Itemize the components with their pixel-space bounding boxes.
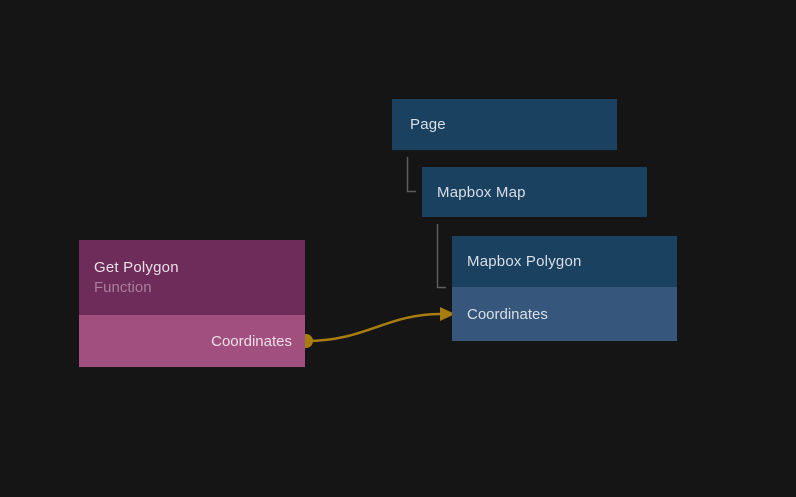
node-mapbox-polygon-header[interactable]: Mapbox Polygon [452, 236, 677, 287]
node-get-polygon-header[interactable]: Get Polygon Function [79, 240, 305, 315]
output-port-label: Coordinates [211, 332, 292, 350]
input-port-label: Coordinates [467, 305, 548, 323]
node-page[interactable]: Page [392, 99, 617, 150]
node-mapbox-polygon[interactable]: Mapbox Polygon Coordinates [452, 236, 677, 341]
node-title: Page [410, 116, 446, 133]
tree-connector-page-map [406, 157, 416, 193]
node-get-polygon[interactable]: Get Polygon Function Coordinates [79, 240, 305, 367]
node-mapbox-map[interactable]: Mapbox Map [422, 167, 647, 217]
node-title: Mapbox Polygon [467, 253, 582, 270]
output-port-coordinates[interactable]: Coordinates [79, 315, 305, 367]
tree-connector-map-polygon [436, 224, 446, 289]
node-page-header[interactable]: Page [392, 99, 617, 150]
node-title: Get Polygon [94, 259, 179, 276]
connection-curve[interactable] [305, 312, 442, 343]
node-mapbox-map-header[interactable]: Mapbox Map [422, 167, 647, 217]
node-title: Mapbox Map [437, 183, 526, 201]
node-subtitle: Function [94, 279, 152, 296]
input-port-coordinates[interactable]: Coordinates [452, 287, 677, 341]
